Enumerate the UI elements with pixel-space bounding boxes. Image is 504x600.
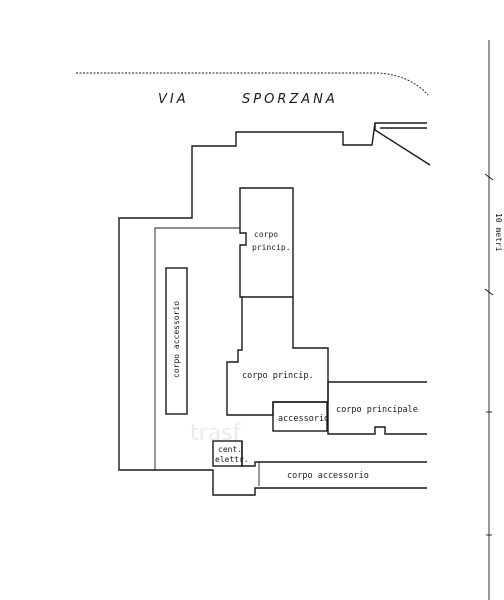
accessorio-label: accessorio	[278, 414, 329, 424]
corpo-princip-mid-label: corpo princip.	[242, 371, 314, 381]
corpo-princip-top-line2: princip.	[252, 243, 291, 252]
corpo-principale-outline	[327, 381, 427, 435]
corpo-princip-mid-outline	[226, 297, 329, 416]
lot-boundary	[118, 122, 427, 496]
bottom-corridor	[241, 441, 427, 467]
corpo-accessorio-vertical-label: corpo accessorio	[172, 301, 181, 378]
corpo-princip-top-outline	[239, 187, 294, 298]
street-edge	[76, 72, 429, 96]
corpo-princip-top-line1: corpo	[254, 230, 278, 239]
corpo-principale-label: corpo principale	[336, 405, 418, 415]
corner-wedge	[374, 123, 431, 166]
cent-elettr-line2: elettr.	[215, 455, 249, 464]
corpo-accessorio-bottom-label: corpo accessorio	[287, 471, 369, 481]
cent-elettr-line1: cent.	[218, 445, 242, 454]
accessorio-outline	[272, 401, 328, 432]
watermark: trasf	[190, 421, 242, 446]
scale-tick-top	[484, 173, 494, 181]
street-name: SPORZANA	[242, 92, 338, 107]
street-prefix: VIA	[158, 92, 189, 107]
scale-tick-bottom	[484, 288, 494, 296]
scale-label: 10 metri	[494, 213, 503, 252]
corpo-accessorio-vertical-outline	[165, 267, 188, 415]
inner-boundary	[154, 227, 240, 470]
